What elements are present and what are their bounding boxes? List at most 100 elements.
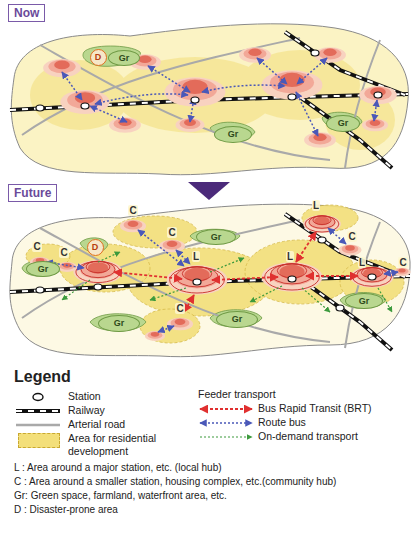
hub-ring: [309, 216, 335, 228]
hub-mound: [262, 262, 323, 291]
node-text: Gr: [114, 318, 125, 328]
route-bus: [62, 58, 377, 136]
hub-mound: [165, 77, 226, 106]
disaster-area: D: [87, 239, 104, 256]
hub-mound: [167, 241, 178, 247]
node-text: D: [95, 52, 102, 62]
hub-mound: [175, 267, 219, 289]
hub-letter: C: [347, 231, 356, 242]
hub-mound: [323, 49, 336, 56]
hub-mound: [124, 220, 143, 229]
hub-letter: L: [312, 200, 320, 211]
hub-mound: [304, 132, 336, 147]
hub-ring: [176, 267, 218, 287]
hub-mound: [109, 117, 141, 132]
hub-mound: [393, 268, 410, 276]
hub-mound: [359, 86, 397, 104]
residential-area: [26, 205, 404, 343]
hub-mound: [308, 133, 331, 144]
legend-note: D : Disaster-prone area: [14, 504, 118, 516]
hub-mound: [118, 119, 131, 126]
hub-mound: [151, 332, 159, 337]
hub-letter: C: [398, 257, 407, 268]
legend-text: Area for residential development: [68, 432, 193, 458]
period-header: Now: [8, 4, 45, 22]
hub-mound: [145, 331, 165, 341]
hub-letter: C: [175, 303, 184, 314]
hub-mound: [60, 90, 109, 114]
hub-mound: [364, 87, 391, 101]
hub-mound: [138, 56, 151, 63]
green-space-patch: Gr: [214, 126, 252, 143]
hub-mound: [80, 261, 116, 279]
legend-note: Gr: Green space, farmland, waterfront ar…: [14, 490, 227, 502]
legend-text: Railway: [68, 404, 105, 417]
hub-mound: [243, 48, 266, 59]
node-text: D: [92, 242, 99, 252]
hub-mound: [239, 47, 271, 62]
hub-mound: [67, 91, 103, 109]
legend-swatch: [18, 433, 60, 448]
green-space-patch: Gr: [345, 293, 383, 309]
arterial-road: [22, 220, 380, 348]
hub-mound: [313, 134, 326, 141]
route-bus-sample: [200, 422, 252, 424]
green-space-patch: Gr: [98, 315, 140, 332]
hub-mound: [362, 119, 388, 132]
hub-ring: [305, 216, 339, 232]
hub-mound: [370, 120, 381, 126]
hub-mound: [345, 245, 355, 250]
brt-sample: [200, 408, 252, 410]
hub-mound: [148, 332, 163, 339]
hub-mound: [342, 245, 359, 253]
brt-line: [114, 232, 358, 312]
node-text: Gr: [338, 118, 349, 128]
hub-letter: L: [192, 251, 200, 262]
legend-text: Route bus: [258, 416, 306, 429]
on-demand-sample: [200, 436, 252, 437]
node-text: Gr: [38, 264, 49, 274]
legend-heading: Feeder transport: [198, 388, 276, 401]
green-space-patch: Gr: [108, 50, 140, 66]
railway: [10, 214, 410, 350]
hub-mound: [398, 269, 405, 273]
node-text: Gr: [359, 296, 370, 306]
green-space-patch: Gr: [216, 311, 258, 328]
hub-letter: C: [128, 205, 137, 216]
hub-letter: C: [59, 247, 68, 258]
legend-note: C : Area around a smaller station, housi…: [14, 476, 336, 488]
green-space-patch: Gr: [196, 229, 236, 245]
hub-ring: [357, 268, 387, 282]
station-sample: [33, 394, 43, 401]
hub-ring: [76, 261, 120, 282]
hub-mound: [163, 240, 182, 249]
legend-note: L : Area around a major station, etc. (l…: [14, 462, 222, 474]
hub-ring: [86, 261, 110, 273]
hub-mound: [60, 263, 75, 270]
hub-ring: [81, 261, 115, 277]
on-demand-line: [62, 252, 392, 312]
hub-mound: [308, 216, 335, 230]
hub-mound: [366, 119, 385, 128]
hub-mound: [356, 267, 388, 283]
node-text: Gr: [228, 129, 239, 139]
green-space-patch: Gr: [26, 261, 60, 277]
transition-arrow: [188, 182, 230, 200]
arterial-road: [22, 38, 380, 168]
hub-letter: C: [167, 227, 176, 238]
hub-mound: [270, 264, 314, 286]
hub-mound: [43, 59, 81, 77]
hub-letter: C: [32, 241, 41, 252]
hub-mound: [120, 220, 146, 233]
legend-text: Station: [68, 390, 101, 403]
legend-text: Bus Rapid Transit (BRT): [258, 402, 372, 415]
hub-ring: [170, 267, 225, 293]
node-text: Now: [14, 6, 39, 20]
hub-mound: [248, 49, 261, 56]
hub-letter: L: [286, 251, 294, 262]
green-space-patch: Gr: [326, 115, 360, 132]
hub-mound: [54, 60, 70, 69]
hub-mound: [128, 221, 139, 227]
